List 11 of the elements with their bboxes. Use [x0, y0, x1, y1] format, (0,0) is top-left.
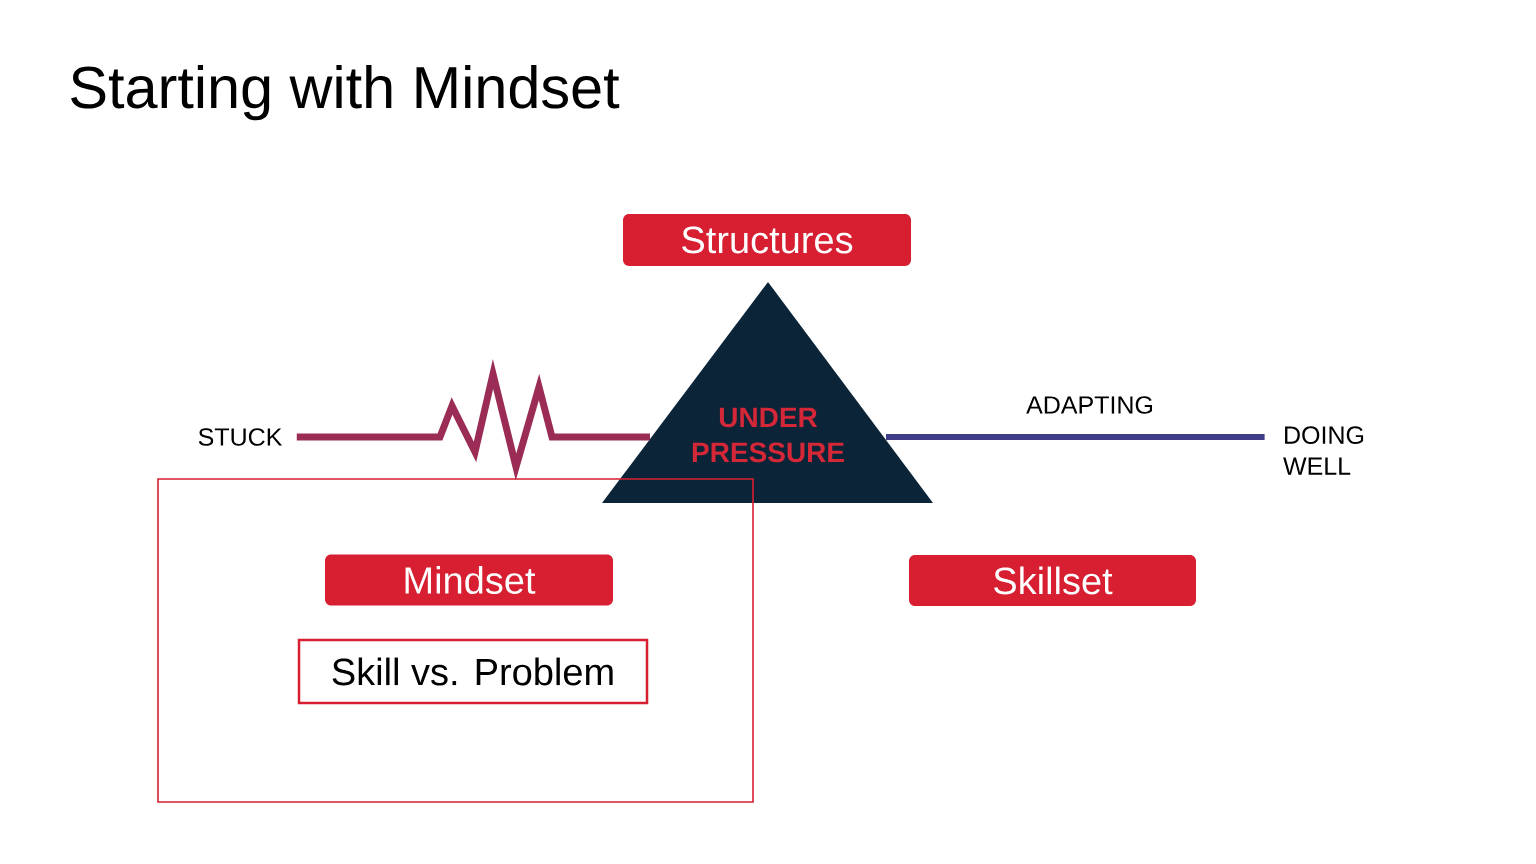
triangle: UNDER PRESSURE: [602, 282, 933, 503]
label-box: Mindset: [325, 554, 613, 606]
scale-label: DOING WELL: [1283, 426, 1364, 475]
line: [886, 434, 1265, 440]
label-box: Skillset: [909, 555, 1196, 606]
text-box: Skill vs. Problem: [297, 638, 649, 705]
label-box: Structures: [623, 214, 911, 266]
title: Starting with Mindset: [71, 64, 620, 121]
edge-label: ADAPTING: [1024, 394, 1156, 416]
scale-label: STUCK: [198, 428, 283, 446]
frame: [157, 478, 754, 803]
